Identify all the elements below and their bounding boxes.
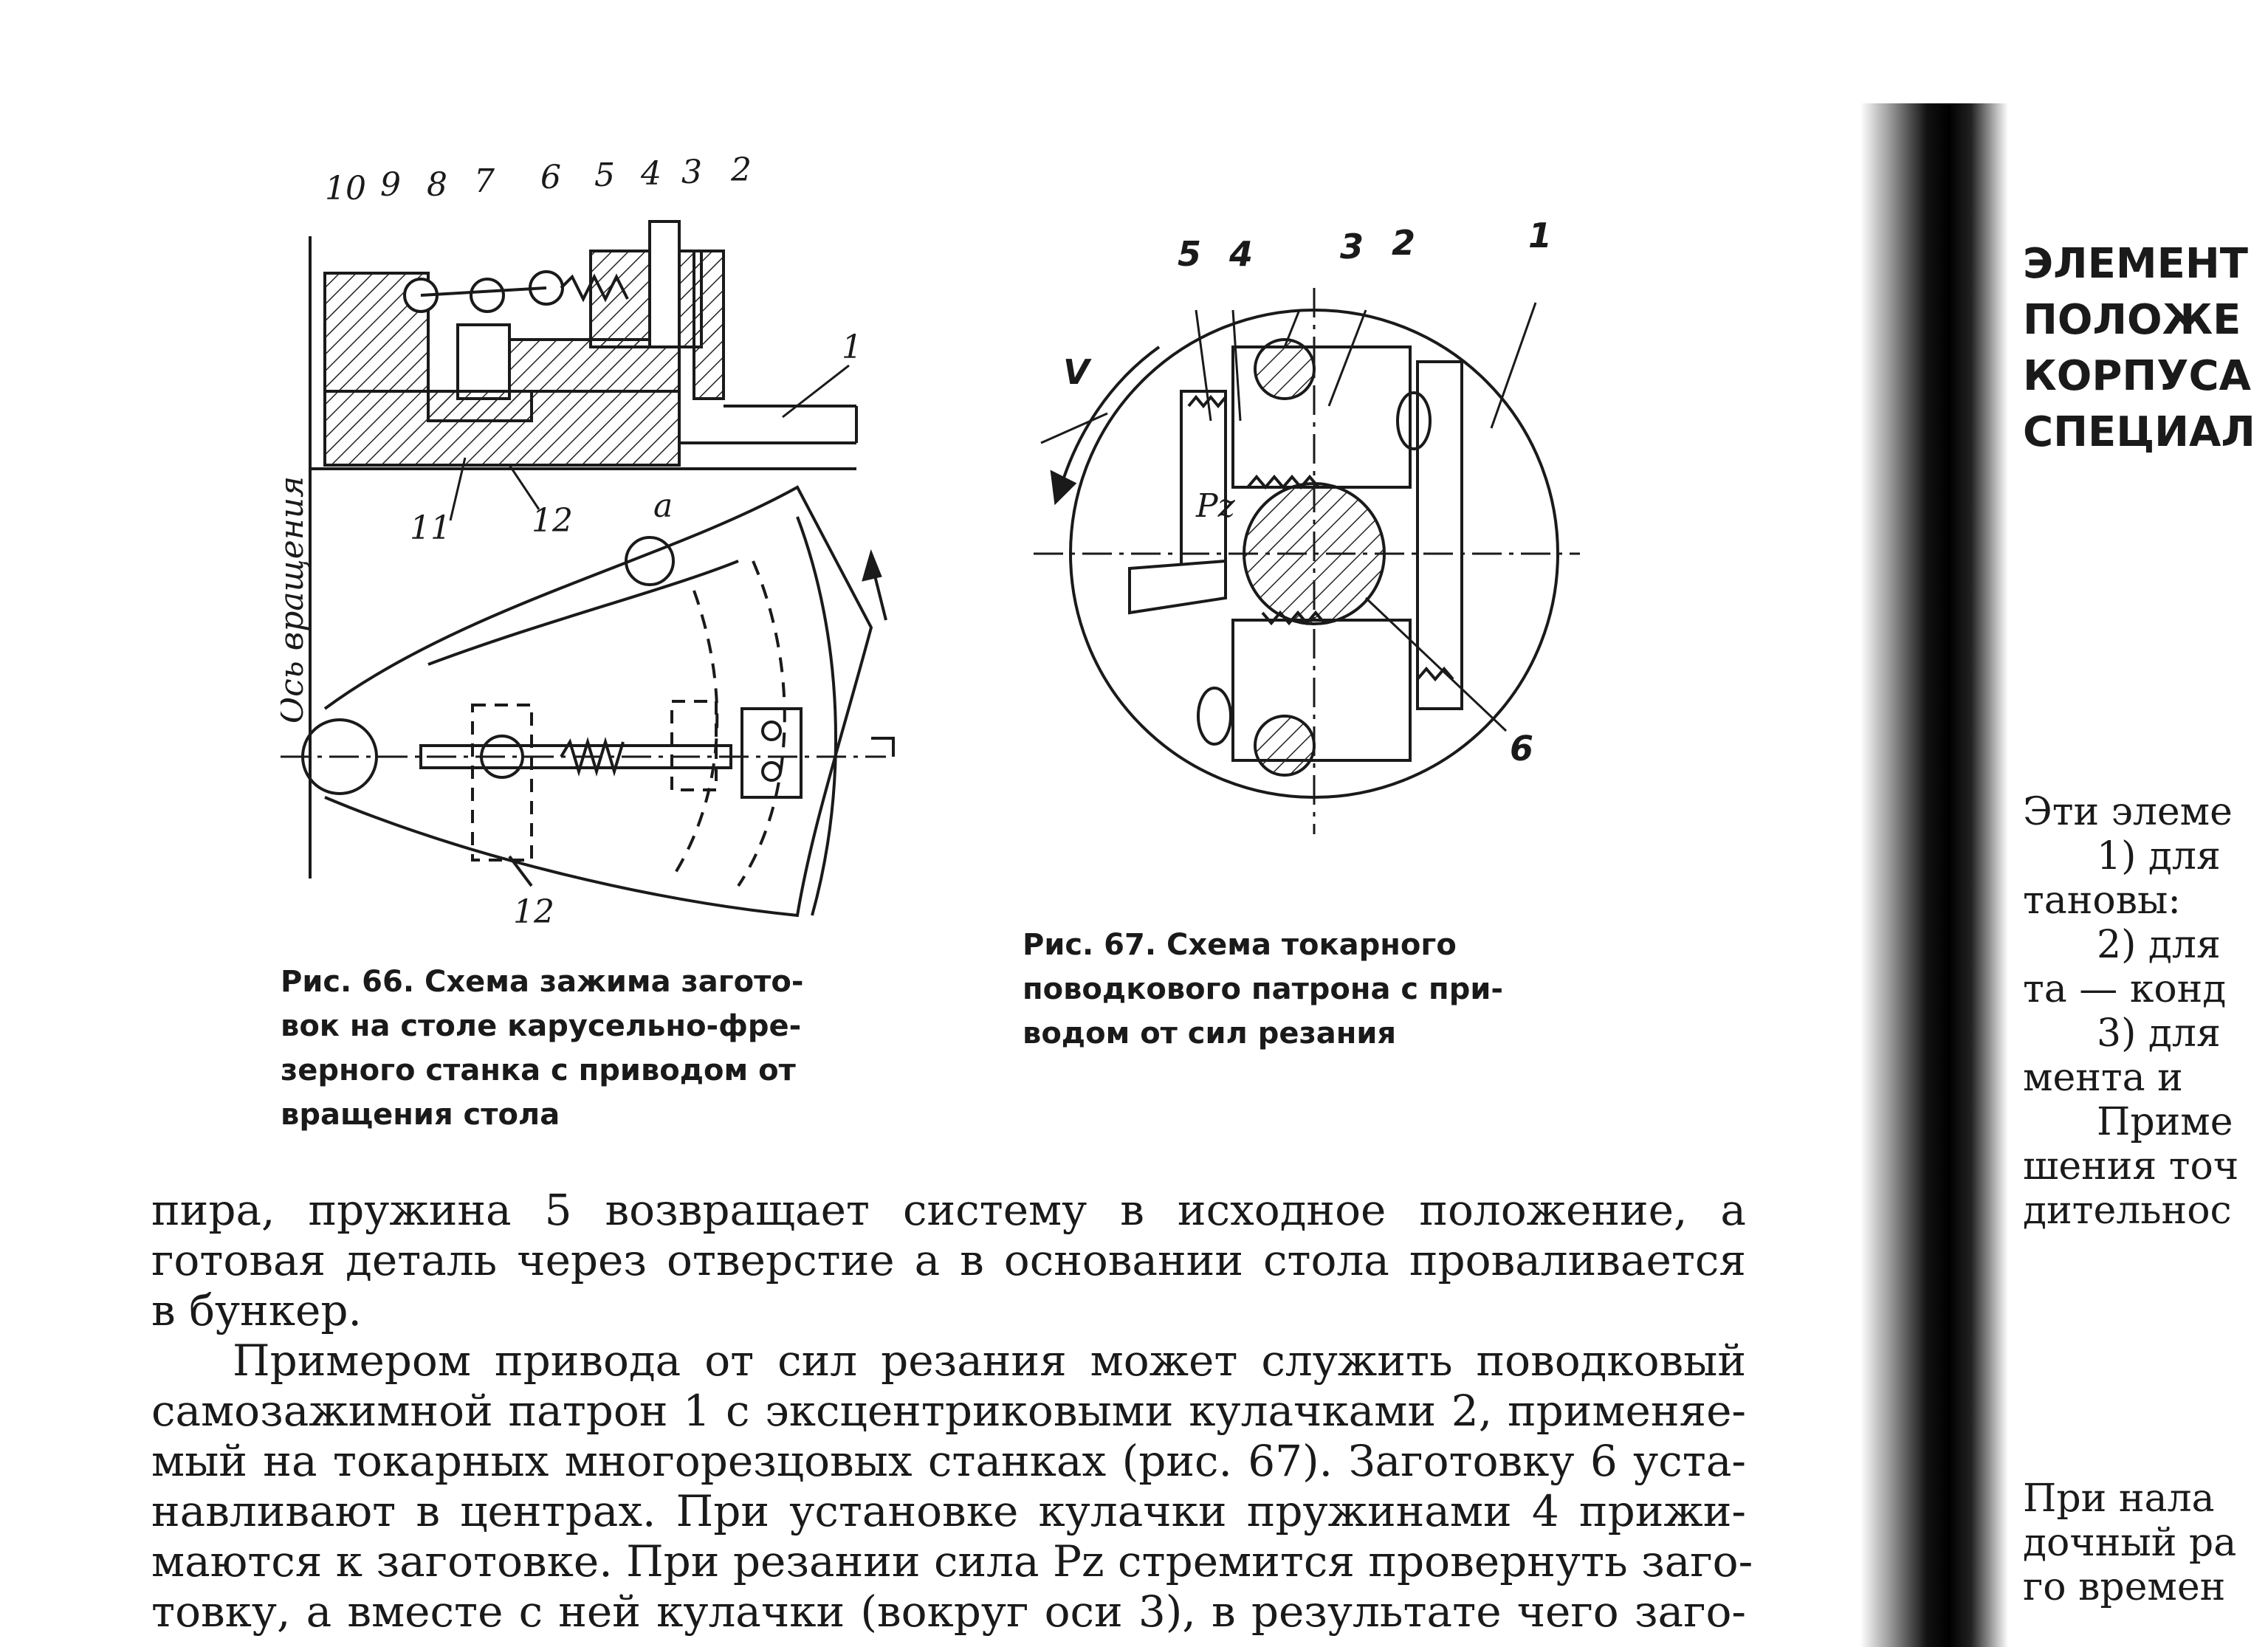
label-pz: Pz <box>1195 487 1236 525</box>
label-4: 4 <box>640 155 662 193</box>
label-9: 9 <box>380 166 401 204</box>
right-line: дительнос <box>2023 1189 2232 1233</box>
axis-of-rotation-label: Ось вращения <box>281 476 311 723</box>
body-line: в бункер. <box>151 1285 362 1335</box>
right-line: го времен <box>2023 1565 2226 1609</box>
right-line: При нала <box>2023 1476 2215 1521</box>
figure-67-labels: 5 4 3 2 1 6 V Pz <box>1063 216 1552 769</box>
right-page-bottom-text: При нала дочный ра го времен <box>2023 1476 2236 1609</box>
table-plan-view <box>281 472 895 918</box>
figure-66-drawing: 10 9 8 7 6 5 4 3 2 1 11 12 a 12 <box>281 151 895 930</box>
caption-66-line: вок на столе карусельно-фре- <box>281 1009 802 1043</box>
caption-67-line: поводкового патрона с при- <box>1023 972 1503 1006</box>
figure-66: 10 9 8 7 6 5 4 3 2 1 11 12 a 12 <box>281 148 930 930</box>
right-line: 3) для <box>2097 1011 2221 1056</box>
caption-66-line: зерного станка с приводом от <box>281 1053 796 1087</box>
body-line: маются к заготовке. При резании сила Pz … <box>151 1536 1753 1586</box>
body-line: навливают в центрах. При установке кулач… <box>151 1486 1746 1536</box>
heading-line: СПЕЦИАЛ <box>2023 408 2255 456</box>
label-6: 6 <box>1510 729 1533 769</box>
label-10: 10 <box>325 170 366 207</box>
label-6: 6 <box>540 159 561 196</box>
body-line: мый на токарных многорезцовых станках (р… <box>151 1436 1746 1486</box>
label-2: 2 <box>730 151 752 189</box>
heading-line: КОРПУСА <box>2023 352 2251 400</box>
caption-67-line: Рис. 67. Схема токарного <box>1023 928 1457 962</box>
right-line: шения точ <box>2023 1144 2239 1189</box>
label-3: 3 <box>1340 227 1364 267</box>
figure-66-leaders <box>449 364 850 521</box>
label-12-bottom: 12 <box>513 893 554 930</box>
right-line: Приме <box>2097 1100 2233 1144</box>
label-8: 8 <box>427 166 447 204</box>
label-7: 7 <box>474 162 495 200</box>
heading-line: ПОЛОЖЕ <box>2023 296 2241 344</box>
figure-67-drawing: 5 4 3 2 1 6 V Pz <box>1034 216 1580 834</box>
right-line: 1) для <box>2097 834 2221 878</box>
body-text: пира, пружина 5 возвращает систему в исх… <box>151 1185 1753 1637</box>
label-2: 2 <box>1392 223 1415 263</box>
body-line: товку, а вместе с ней кулачки (вокруг ос… <box>151 1586 1746 1637</box>
heading-line: ЭЛЕМЕНТ <box>2023 240 2248 288</box>
label-1: 1 <box>1528 216 1552 255</box>
chuck-body <box>1034 288 1580 834</box>
right-line: дочный ра <box>2023 1521 2237 1565</box>
right-page-heading: ЭЛЕМЕНТ ПОЛОЖЕ КОРПУСА СПЕЦИАЛ <box>2023 236 2255 461</box>
label-a: a <box>653 487 673 525</box>
label-5: 5 <box>594 157 615 194</box>
label-5: 5 <box>1178 234 1201 274</box>
right-line: та — конд <box>2023 967 2227 1011</box>
body-line: готовая деталь через отверстие a в основ… <box>151 1235 1746 1285</box>
book-spine-shadow <box>1860 103 2008 1647</box>
figure-67: 5 4 3 2 1 6 V Pz <box>1019 199 1595 864</box>
label-3: 3 <box>681 154 702 191</box>
label-1: 1 <box>842 329 862 366</box>
body-line: самозажимной патрон 1 с эксцентриковыми … <box>151 1386 1746 1436</box>
right-page-text: Эти элеме 1) для тановы: 2) для та — кон… <box>2023 790 2238 1233</box>
right-page: ЭЛЕМЕНТ ПОЛОЖЕ КОРПУСА СПЕЦИАЛ Эти элеме… <box>2023 221 2268 1647</box>
caption-66-line: Рис. 66. Схема зажима загото- <box>281 965 804 999</box>
clamp-section-view <box>309 220 858 472</box>
figure-66-top-labels: 10 9 8 7 6 5 4 3 2 1 11 12 a 12 <box>325 151 862 930</box>
label-11: 11 <box>410 509 451 547</box>
body-line: пира, пружина 5 возвращает систему в исх… <box>151 1185 1746 1235</box>
body-line: Примером привода от сил резания может сл… <box>233 1335 1746 1386</box>
label-v: V <box>1063 352 1092 392</box>
right-line: мента и <box>2023 1056 2183 1100</box>
label-4: 4 <box>1228 234 1253 274</box>
caption-66-line: вращения стола <box>281 1098 560 1132</box>
right-line: 2) для <box>2097 923 2221 967</box>
right-line: Эти элеме <box>2023 790 2233 834</box>
figure-66-caption: Рис. 66. Схема зажима загото- вок на сто… <box>281 960 803 1137</box>
figure-67-caption: Рис. 67. Схема токарного поводкового пат… <box>1023 923 1503 1056</box>
right-line: тановы: <box>2023 878 2181 923</box>
caption-67-line: водом от сил резания <box>1023 1017 1397 1051</box>
